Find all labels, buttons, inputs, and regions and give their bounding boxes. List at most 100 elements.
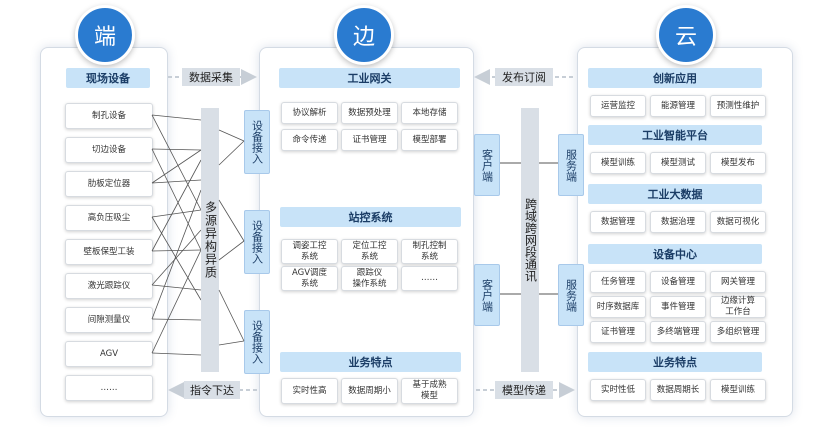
device-item-5-label: 壁板保型工装	[83, 246, 135, 257]
cloud-item-2-2-label: 模型测试	[660, 157, 695, 168]
cross-domain-bar: 跨域跨网段通讯	[521, 108, 539, 372]
station-item-4-label: AGV调度 系统	[291, 267, 328, 289]
cloud-item-3-2: 数据治理	[650, 211, 706, 233]
gateway-item-6-label: 模型部署	[412, 134, 447, 145]
station-item-6-label: ……	[421, 273, 438, 283]
service-box-top: 服务端	[558, 134, 584, 196]
cloud-item-2-3: 模型发布	[710, 152, 766, 174]
station-item-4: AGV调度 系统	[281, 266, 338, 291]
cloud-section-header-5: 业务特点	[588, 352, 762, 372]
device-link-5a	[151, 249, 202, 252]
device-link-2b	[151, 148, 202, 251]
device-access-box-1: 设备接入	[244, 110, 270, 174]
gateway-item-4-label: 命令传递	[292, 134, 327, 145]
cloud-item-4-9: 多组织管理	[710, 321, 766, 343]
cloud-item-2-2: 模型测试	[650, 152, 706, 174]
cloud-item-4-6: 边缘计算 工作台	[710, 296, 766, 318]
cloud-item-5-3: 模型训练	[710, 379, 766, 401]
edge-biz-header: 业务特点	[280, 352, 461, 372]
edge-biz-item-2-label: 数据周期小	[348, 385, 391, 396]
device-access-box-3: 设备接入	[244, 310, 270, 374]
cloud-item-3-1: 数据管理	[590, 211, 646, 233]
device-item-2-label: 切边设备	[91, 144, 126, 155]
cloud-item-2-3-label: 模型发布	[720, 157, 755, 168]
cross-domain-bar-label: 跨域跨网段通讯	[523, 198, 538, 282]
device-access-box-2: 设备接入	[244, 210, 270, 274]
cloud-item-5-1: 实时性低	[590, 379, 646, 401]
device-link-1a	[151, 114, 202, 121]
access-link-1-1	[218, 129, 245, 142]
data-collect-label: 数据采集	[182, 68, 240, 86]
device-link-8b	[151, 249, 202, 354]
access-link-3-2	[218, 340, 245, 346]
gateway-item-1: 协议解析	[281, 102, 338, 124]
device-item-3-label: 肋板定位器	[87, 178, 131, 189]
gateway-item-5: 证书管理	[341, 129, 398, 151]
device-link-3a	[151, 179, 202, 184]
cloud-item-4-8-label: 多终端管理	[656, 326, 700, 337]
cloud-section-header-3: 工业大数据	[588, 184, 762, 204]
station-item-1-label: 调姿工控 系统	[292, 240, 327, 262]
device-item-5: 壁板保型工装	[65, 239, 153, 265]
device-item-9: ……	[65, 375, 153, 401]
device-item-8-label: AGV	[99, 348, 119, 359]
service-box-bottom-label: 服务端	[564, 278, 578, 312]
heterogeneous-bar: 多源异构异质	[201, 108, 219, 372]
gateway-item-1-label: 协议解析	[292, 107, 327, 118]
field-devices-header: 现场设备	[66, 68, 150, 88]
cloud-item-3-3: 数据可视化	[710, 211, 766, 233]
heterogeneous-bar-label: 多源异构异质	[203, 201, 218, 279]
device-link-7b	[151, 189, 202, 320]
access-link-2-1	[218, 199, 245, 242]
device-end-circle: 端	[75, 5, 135, 65]
station-item-2-label: 定位工控 系统	[352, 240, 387, 262]
access-link-3-1	[218, 289, 245, 342]
device-link-8a	[151, 352, 202, 356]
gateway-item-5-label: 证书管理	[352, 134, 387, 145]
cloud-item-4-1-label: 任务管理	[600, 276, 635, 287]
device-access-label-3: 设备接入	[250, 320, 264, 364]
cloud-item-4-4-label: 时序数据库	[596, 301, 640, 312]
publish-subscribe-label: 发布订阅	[495, 68, 553, 86]
device-item-6-label: 激光跟踪仪	[87, 280, 131, 291]
cloud-circle: 云	[656, 5, 716, 65]
edge-biz-item-3-label: 基于成熟 模型	[412, 380, 447, 401]
device-item-4: 高负压吸尘	[65, 205, 153, 231]
device-item-1: 制孔设备	[65, 103, 153, 129]
station-item-6: ……	[401, 266, 458, 291]
gateway-item-2-label: 数据预处理	[348, 107, 391, 118]
cloud-item-4-2: 设备管理	[650, 271, 706, 293]
cloud-item-1-1-label: 运营监控	[600, 100, 635, 111]
cloud-item-4-1: 任务管理	[590, 271, 646, 293]
cloud-item-4-4: 时序数据库	[590, 296, 646, 318]
device-link-4b	[151, 216, 202, 301]
station-item-2: 定位工控 系统	[341, 239, 398, 264]
cloud-item-4-9-label: 多组织管理	[716, 326, 760, 337]
service-box-top-label: 服务端	[564, 148, 578, 182]
cloud-item-4-7: 证书管理	[590, 321, 646, 343]
edge-biz-item-1: 实时性高	[281, 378, 338, 404]
station-item-3-label: 制孔控制 系统	[412, 240, 447, 262]
edge-biz-item-1-label: 实时性高	[292, 385, 327, 396]
station-item-3: 制孔控制 系统	[401, 239, 458, 264]
device-link-6a	[151, 284, 202, 291]
device-item-4-label: 高负压吸尘	[87, 212, 131, 223]
cloud-item-4-3-label: 网关管理	[720, 276, 755, 287]
device-item-9-label: ……	[100, 382, 118, 393]
station-header: 站控系统	[280, 207, 461, 227]
station-item-1: 调姿工控 系统	[281, 239, 338, 264]
cloud-item-4-3: 网关管理	[710, 271, 766, 293]
device-link-6b	[151, 229, 202, 286]
device-item-7: 间隙测量仪	[65, 307, 153, 333]
device-item-2: 切边设备	[65, 137, 153, 163]
gateway-item-6: 模型部署	[401, 129, 458, 151]
edge-biz-item-3: 基于成熟 模型	[401, 378, 458, 404]
device-link-5b	[151, 159, 202, 252]
station-item-5-label: 跟踪仪 操作系统	[352, 267, 387, 289]
client-box-top-label: 客户端	[480, 148, 494, 182]
cloud-item-1-3-label: 预测性维护	[716, 100, 760, 111]
cloud-section-header-4: 设备中心	[588, 244, 762, 264]
cloud-item-3-1-label: 数据管理	[600, 216, 635, 227]
